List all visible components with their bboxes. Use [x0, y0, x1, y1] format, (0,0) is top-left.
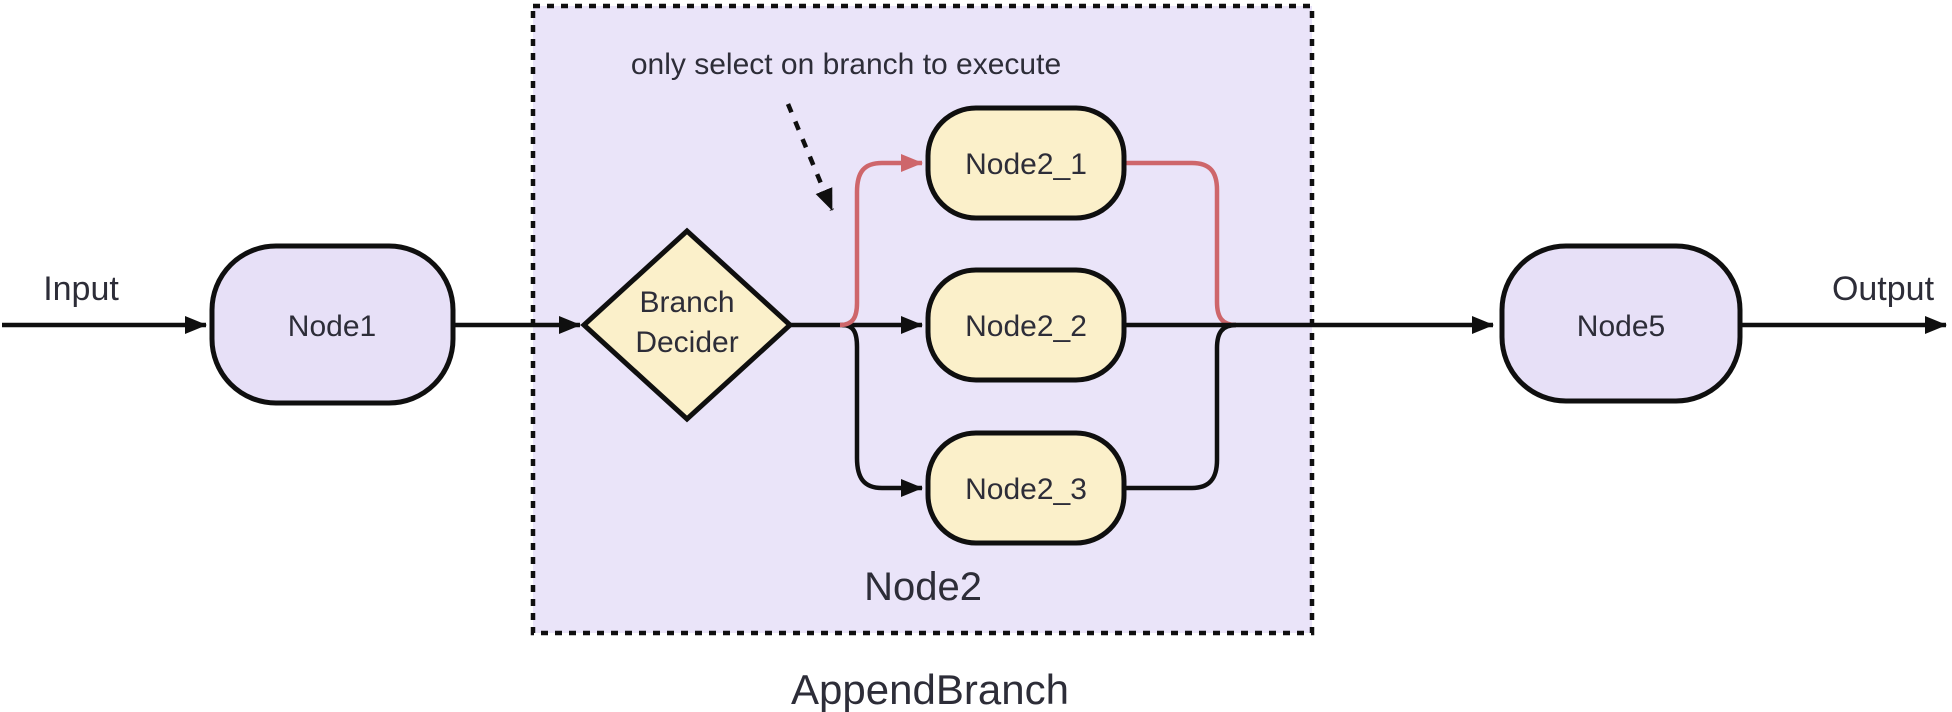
- node2-2-label: Node2_2: [965, 310, 1087, 343]
- node-node1: [209, 243, 456, 406]
- node-node5: [1499, 243, 1743, 404]
- edge-node2-1-to-merge: [1124, 160, 1237, 328]
- subgraph-node2-label: Node2: [864, 565, 982, 609]
- decider-label-line1: Branch: [639, 286, 734, 319]
- output-label: Output: [1832, 270, 1935, 308]
- node5-label: Node5: [1577, 310, 1665, 343]
- annotation-label: only select on branch to execute: [631, 48, 1061, 81]
- node-node2-1: [925, 105, 1127, 221]
- appendbranch-caption: AppendBranch: [791, 666, 1069, 712]
- node-node2-3: [925, 430, 1127, 546]
- annotation-arrow: [785, 103, 835, 211]
- node2-1-label: Node2_1: [965, 148, 1087, 181]
- edge-node2-3-to-merge: [1124, 322, 1237, 491]
- node-node2-2: [925, 267, 1127, 383]
- decider-label-line2: Decider: [635, 326, 738, 359]
- edge-decider-to-node2-1-selected: [839, 154, 923, 328]
- edge-decider-to-node2-3: [841, 322, 923, 497]
- node1-label: Node1: [288, 310, 376, 343]
- node-branch-decider: [580, 227, 794, 423]
- node2-3-label: Node2_3: [965, 473, 1087, 506]
- input-label: Input: [43, 270, 119, 308]
